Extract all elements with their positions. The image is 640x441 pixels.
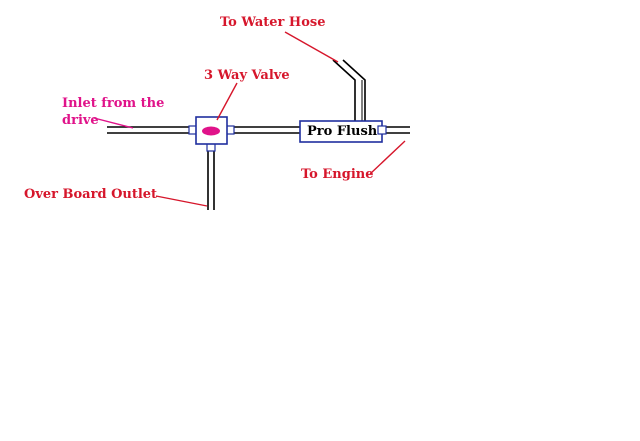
water-hose-label: To Water Hose [220, 15, 326, 30]
overboard-pipe [207, 150, 215, 210]
pro-flush-label: Pro Flush [307, 124, 378, 139]
overboard-leader [155, 195, 208, 207]
three-way-valve [188, 116, 235, 152]
engine-pipe [382, 126, 410, 134]
valve-handle-icon [202, 126, 220, 136]
water-hose-pipe [332, 59, 366, 121]
overboard-outlet-label: Over Board Outlet [24, 187, 158, 202]
inlet-pipe [107, 126, 190, 134]
to-engine-label: To Engine [301, 167, 374, 182]
valve-to-proflush-pipe [234, 126, 300, 134]
inlet-leader [93, 117, 134, 129]
water-hose-leader [284, 31, 339, 63]
engine-leader [369, 140, 406, 175]
pro-flush-unit [299, 120, 387, 143]
inlet-label-line1: Inlet from the [62, 96, 165, 111]
valve-leader [216, 82, 238, 121]
three-way-valve-label: 3 Way Valve [204, 68, 290, 83]
inlet-label-line2: drive [62, 113, 99, 128]
